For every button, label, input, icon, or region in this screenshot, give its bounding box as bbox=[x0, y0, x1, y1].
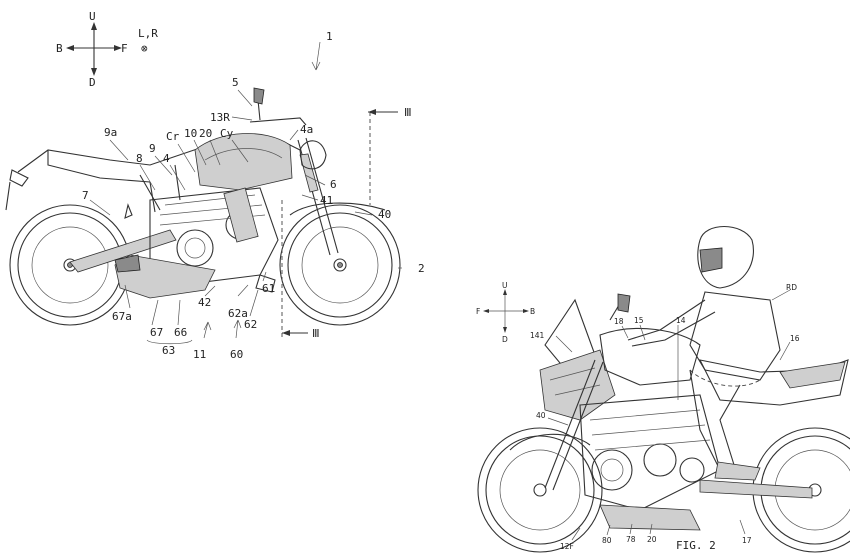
label-78: 78 bbox=[626, 535, 636, 544]
section-label-bottom: Ⅲ bbox=[312, 327, 320, 340]
axis-up-label: U bbox=[89, 10, 96, 23]
motorcycle-body-fig1 bbox=[5, 87, 386, 299]
part-labels-fig2: RD 141 18 15 14 16 40 12F 80 78 20 17 FI… bbox=[530, 283, 800, 552]
axis-lr-symbol: ⊗ bbox=[141, 42, 148, 55]
figure-2: U F B D bbox=[476, 226, 850, 553]
label-9a: 9a bbox=[104, 126, 117, 139]
label-RD: RD bbox=[786, 283, 797, 292]
rider bbox=[627, 226, 781, 481]
label-4: 4 bbox=[163, 152, 170, 165]
leader-lines-fig2 bbox=[547, 289, 791, 541]
label-40: 40 bbox=[378, 208, 391, 221]
label-40-fig2: 40 bbox=[536, 411, 546, 420]
label-11: 11 bbox=[193, 348, 206, 361]
axis-back-label-fig2: B bbox=[530, 307, 535, 316]
label-9: 9 bbox=[149, 142, 156, 155]
label-15: 15 bbox=[634, 316, 644, 325]
label-61: 61 bbox=[262, 282, 275, 295]
label-18: 18 bbox=[614, 317, 624, 326]
leader-lines-fig1 bbox=[89, 41, 402, 345]
label-13R: 13R bbox=[210, 111, 230, 124]
label-12F: 12F bbox=[560, 542, 574, 551]
label-4a: 4a bbox=[300, 123, 313, 136]
figure-caption: FIG. 2 bbox=[676, 539, 716, 552]
label-10: 10 bbox=[184, 127, 197, 140]
section-line-III: Ⅲ Ⅲ bbox=[281, 106, 412, 340]
axis-down-label: D bbox=[89, 76, 96, 89]
motorcycle-body-fig2 bbox=[509, 293, 849, 531]
label-2: 2 bbox=[418, 262, 425, 275]
label-Cr: Cr bbox=[166, 130, 180, 143]
label-42: 42 bbox=[198, 296, 211, 309]
part-labels-fig1: 1 5 13R 4a 9a 9 Cr 10 20 Cy 8 4 6 7 41 4… bbox=[82, 30, 425, 361]
label-5: 5 bbox=[232, 76, 239, 89]
figure-1: U B F D L,R ⊗ bbox=[5, 10, 425, 361]
label-20-fig2: 20 bbox=[647, 535, 657, 544]
axis-up-label-fig2: U bbox=[502, 281, 508, 290]
rear-wheel bbox=[9, 204, 131, 326]
label-63: 63 bbox=[162, 344, 175, 357]
axis-front-label-fig2: F bbox=[476, 307, 480, 316]
axis-back-label: B bbox=[56, 42, 63, 55]
label-17: 17 bbox=[742, 536, 752, 545]
axis-down-label-fig2: D bbox=[502, 335, 508, 344]
label-7: 7 bbox=[82, 189, 89, 202]
label-62: 62 bbox=[244, 318, 257, 331]
label-8: 8 bbox=[136, 152, 143, 165]
direction-compass-fig1: U B F D L,R ⊗ bbox=[56, 10, 158, 89]
label-14: 14 bbox=[676, 316, 686, 325]
front-wheel bbox=[279, 204, 401, 326]
label-66: 66 bbox=[174, 326, 187, 339]
label-1: 1 bbox=[326, 30, 333, 43]
label-141: 141 bbox=[530, 331, 545, 340]
label-67: 67 bbox=[150, 326, 163, 339]
axis-front-label: F bbox=[121, 42, 128, 55]
label-80: 80 bbox=[602, 536, 612, 545]
label-67a: 67a bbox=[112, 310, 132, 323]
label-62a: 62a bbox=[228, 307, 248, 320]
label-Cy: Cy bbox=[220, 127, 234, 140]
label-60: 60 bbox=[230, 348, 243, 361]
front-wheel-fig2 bbox=[477, 427, 603, 553]
label-20: 20 bbox=[199, 127, 212, 140]
direction-compass-fig2: U F B D bbox=[476, 281, 535, 344]
section-label-top: Ⅲ bbox=[404, 106, 412, 119]
label-16: 16 bbox=[790, 334, 800, 343]
label-41: 41 bbox=[320, 194, 333, 207]
axis-lr-label: L,R bbox=[138, 27, 158, 40]
label-6: 6 bbox=[330, 178, 337, 191]
